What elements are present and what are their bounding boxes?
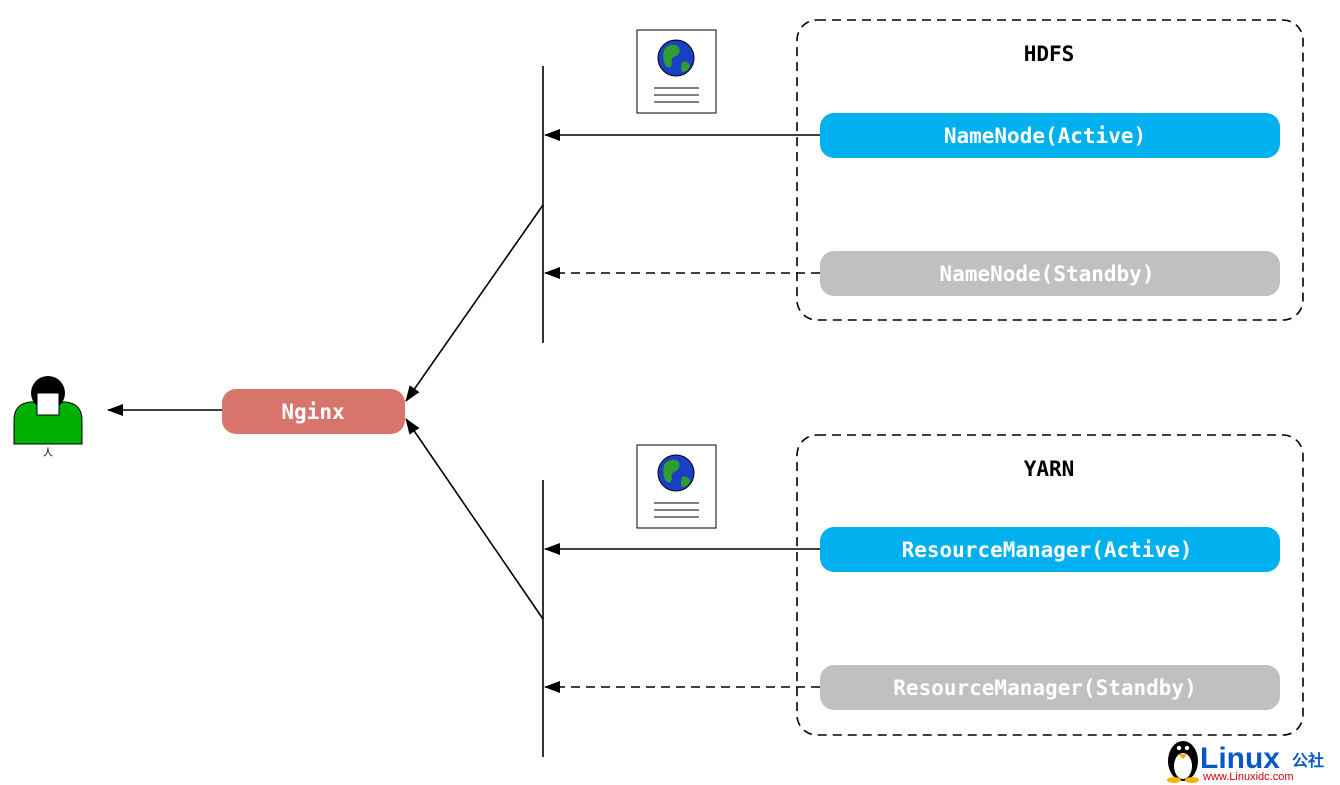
hdfs-group: HDFS NameNode(Active) NameNode(Standby) [796, 19, 1304, 321]
yarn-web-page-icon [636, 444, 717, 529]
watermark-main: Linux [1200, 742, 1280, 775]
yarn-group-border [796, 434, 1304, 736]
yarn-title: YARN [1024, 457, 1075, 481]
nginx-box[interactable] [222, 389, 405, 434]
hdfs-namenode-standby-box[interactable] [820, 251, 1280, 296]
user-person-icon [13, 376, 83, 445]
tux-penguin-icon [1167, 741, 1199, 783]
yarn-resourcemanager-active-label: ResourceManager(Active) [902, 538, 1193, 562]
hdfs-bus-to-nginx-arrow [405, 204, 544, 402]
yarn-resourcemanager-standby-box[interactable] [820, 665, 1280, 710]
yarn-bus-to-nginx-arrow [405, 418, 544, 620]
hdfs-namenode-active-label: NameNode(Active) [944, 124, 1146, 148]
yarn-resourcemanager-standby-label: ResourceManager(Standby) [893, 676, 1196, 700]
watermark-cn: 公社 [1292, 751, 1324, 770]
nginx-label: Nginx [281, 400, 345, 424]
user-label: 人 [43, 447, 53, 459]
hdfs-web-page-icon [636, 29, 717, 114]
yarn-resourcemanager-active-box[interactable] [820, 527, 1280, 572]
hdfs-namenode-standby-label: NameNode(Standby) [940, 262, 1155, 286]
hdfs-namenode-active-box[interactable] [820, 113, 1280, 158]
hdfs-title: HDFS [1024, 42, 1075, 66]
yarn-group: YARN ResourceManager(Active) ResourceMan… [796, 434, 1304, 736]
watermark-url: www.Linuxidc.com [1202, 771, 1293, 783]
hdfs-group-border [796, 19, 1304, 321]
linuxidc-watermark: Linux 公社 www.Linuxidc.com [1167, 741, 1324, 783]
